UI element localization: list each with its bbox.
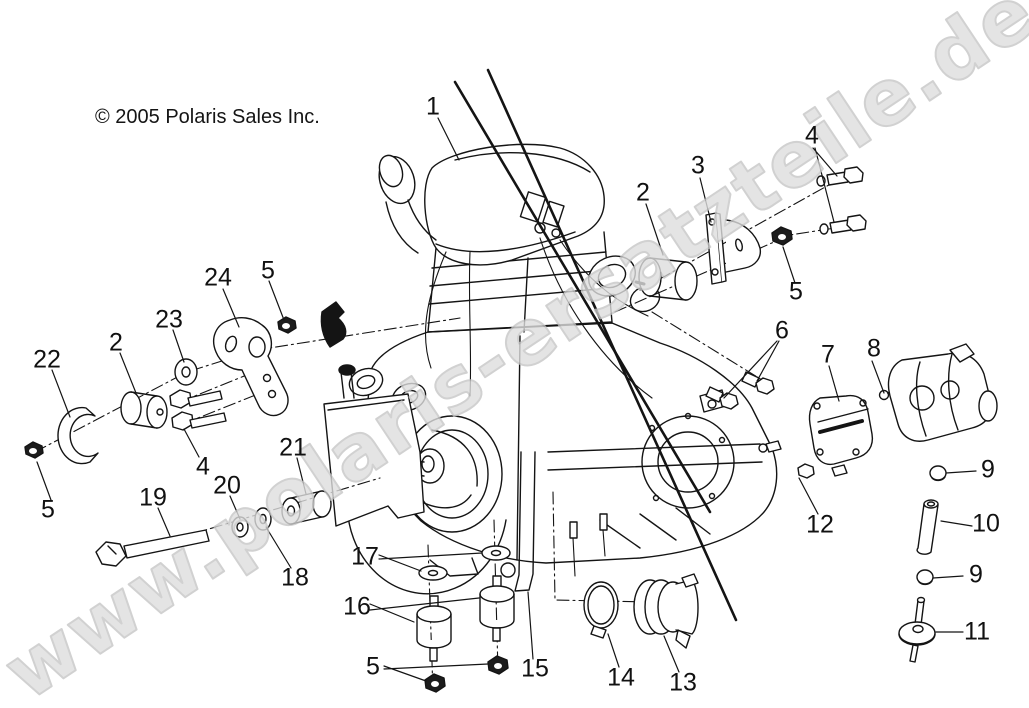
copyright-notice: © 2005 Polaris Sales Inc. — [95, 106, 320, 128]
part-sketch-upper-right-mount — [634, 166, 867, 301]
part-sketch-rear-mount-group — [705, 343, 998, 663]
part-sketch-tube-clamp-boot — [514, 451, 699, 649]
part-sketch-left-mount-group — [24, 316, 297, 465]
part-sketch-front-mount-bolt-group — [95, 490, 332, 567]
part-sketch-engine — [320, 68, 778, 622]
part-sketch-bottom-mounts — [416, 545, 515, 693]
leader-lines — [36, 117, 977, 682]
